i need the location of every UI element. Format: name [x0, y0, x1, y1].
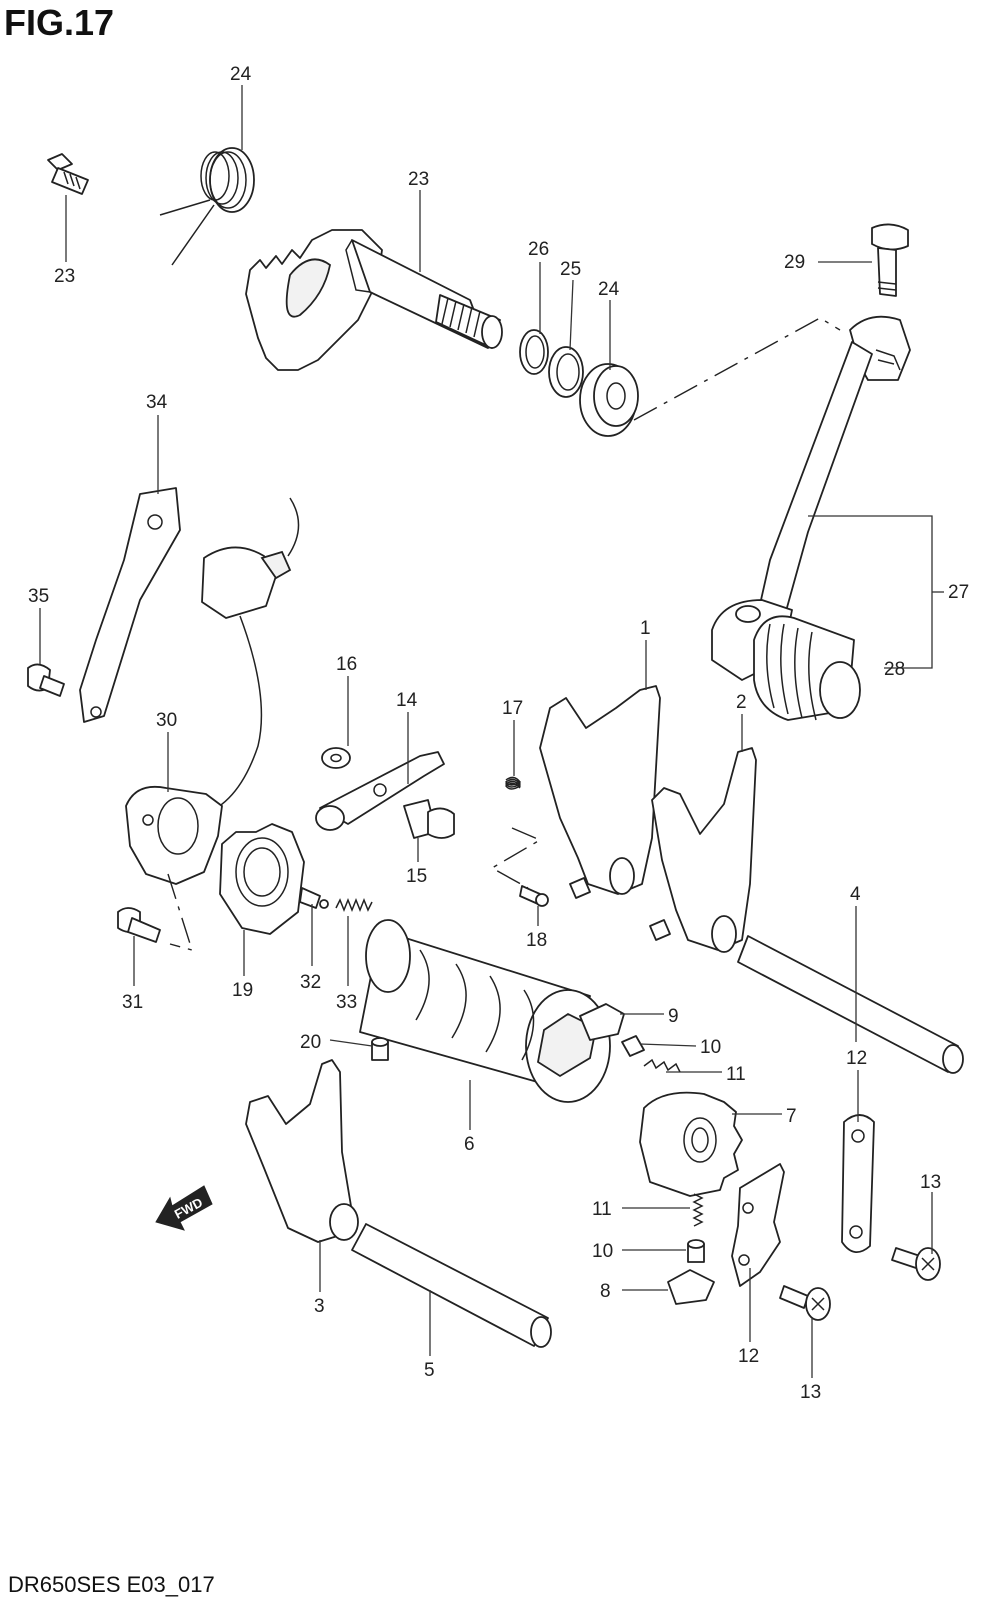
- part-bolt-17: [403, 799, 455, 839]
- callout-24: 24: [230, 64, 252, 85]
- sheet-code: DR650SES E03_017: [8, 1572, 215, 1597]
- part-bracket-36: [79, 487, 181, 723]
- part-circlip-28: [519, 329, 549, 375]
- part-cam-plate-21: [219, 823, 305, 935]
- part-pawl-8: [667, 1269, 715, 1305]
- callout-28: 26: [528, 239, 549, 260]
- forward-direction-arrow: FWD: [155, 1185, 213, 1231]
- callout-32: 30: [156, 710, 177, 731]
- callout-11b: 11: [592, 1199, 612, 1220]
- part-spring-11b: [692, 1193, 704, 1227]
- part-bolt-33: [117, 907, 161, 943]
- part-fork-shaft-4: [737, 935, 964, 1074]
- part-switch-holder-32: [125, 785, 223, 885]
- part-spring-19: [504, 776, 522, 790]
- callout-31: 29: [784, 252, 805, 273]
- callout-26: 24: [598, 279, 620, 300]
- callout-34: 32: [300, 972, 321, 993]
- part-screw-15: [891, 1247, 941, 1281]
- part-spring-24: [159, 147, 255, 266]
- callout-11a: 11: [726, 1064, 746, 1085]
- callout-29: 27: [948, 582, 969, 603]
- part-spring-35: [335, 897, 373, 913]
- callout-16: 14: [396, 690, 418, 711]
- part-plate-16: [315, 751, 445, 831]
- part-gear-position-switch: [197, 497, 300, 817]
- callout-13: 13: [800, 1382, 821, 1403]
- callout-10b: 10: [592, 1241, 613, 1262]
- callout-21: 19: [232, 980, 253, 1001]
- part-cam-gear-7: [639, 1091, 743, 1197]
- callout-8: 8: [600, 1281, 611, 1302]
- figure-title: FIG.17: [4, 2, 115, 43]
- callout-27: 25: [560, 259, 581, 280]
- callout-5: 5: [424, 1360, 435, 1381]
- part-stopper-plate-14: [841, 1114, 875, 1253]
- part-stopper-arm-12: [731, 1163, 785, 1287]
- part-fork-shaft-5: [351, 1223, 552, 1348]
- callout-6: 6: [464, 1134, 475, 1155]
- part-shift-fork-2: [649, 747, 757, 953]
- callout-20: 18: [526, 930, 547, 951]
- part-pin-10a: [621, 1035, 645, 1057]
- part-pin-34: [299, 887, 329, 909]
- callout-1: 1: [640, 618, 651, 639]
- part-bolt-37: [27, 663, 65, 697]
- callout-10a: 10: [700, 1037, 721, 1058]
- part-pin-10b: [687, 1239, 705, 1263]
- callout-labels: 24 23 23 26 25 24 29 34 35 27 28 1 2 16 …: [28, 64, 969, 1403]
- part-bearing-26: [579, 363, 639, 437]
- leader-lines: [39, 85, 944, 1378]
- assembly-line-shaft-to-pedal: [633, 317, 841, 421]
- part-screw-13: [779, 1285, 831, 1321]
- part-spring-11a: [643, 1058, 681, 1073]
- callout-33: 31: [122, 992, 143, 1013]
- callout-17: 15: [406, 866, 427, 887]
- callout-12: 12: [738, 1346, 759, 1367]
- part-shift-fork-1: [539, 685, 661, 899]
- part-bolt-31: [871, 223, 909, 297]
- assembly-line-spring: [490, 827, 542, 889]
- callout-2: 2: [736, 692, 747, 713]
- callout-25: 23: [54, 266, 75, 287]
- part-dowel-22: [371, 1037, 389, 1061]
- callout-37: 35: [28, 586, 49, 607]
- callout-4: 4: [850, 884, 861, 905]
- part-shift-cam-6: [359, 919, 611, 1103]
- callout-9: 9: [668, 1006, 679, 1027]
- part-pin-20: [519, 885, 549, 907]
- part-bolt-25: [47, 153, 89, 195]
- callout-23: 23: [408, 169, 429, 190]
- callout-35: 33: [336, 992, 357, 1013]
- part-pawl-9: [579, 1003, 625, 1041]
- part-kick-shaft-23: [245, 229, 503, 371]
- callout-22: 20: [300, 1032, 321, 1053]
- callout-30: 28: [884, 659, 905, 680]
- part-pedal-rubber-30: [753, 615, 861, 721]
- callout-15: 13: [920, 1172, 941, 1193]
- part-washer-27: [548, 346, 584, 398]
- part-washer-18: [321, 747, 351, 769]
- callout-14: 12: [846, 1048, 867, 1069]
- callout-36: 34: [146, 392, 168, 413]
- callout-3: 3: [314, 1296, 325, 1317]
- callout-7: 7: [786, 1106, 797, 1127]
- callout-19: 17: [502, 698, 523, 719]
- callout-18: 16: [336, 654, 357, 675]
- assembly-line-holder: [167, 873, 194, 952]
- part-shift-fork-3: [245, 1059, 359, 1243]
